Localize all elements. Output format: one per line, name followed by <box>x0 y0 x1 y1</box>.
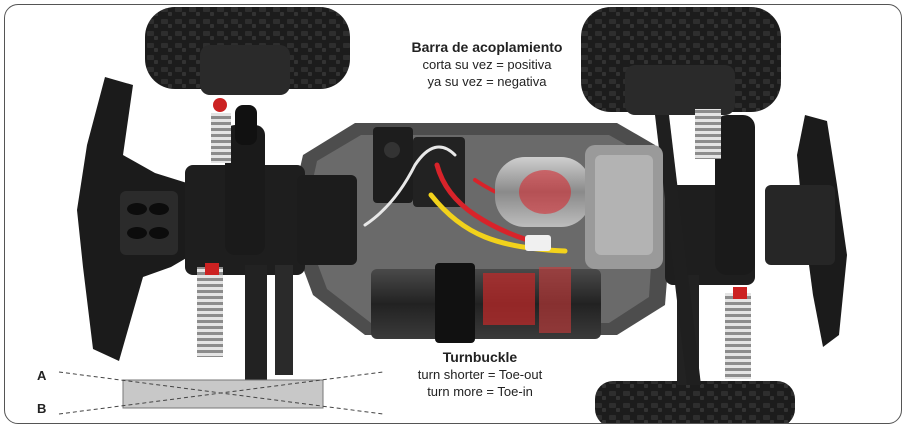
caption-heading: Turnbuckle <box>442 349 518 365</box>
rear-suspension <box>655 109 755 385</box>
right-bumper <box>765 115 847 347</box>
rear-right-tire <box>595 381 795 423</box>
front-right-tire <box>581 7 781 115</box>
battery <box>371 263 601 343</box>
turnbuckle-caption-en: Turnbuckle turn shorter = Toe-out turn m… <box>355 349 605 400</box>
front-suspension <box>185 98 305 385</box>
tie-rod-caption-es: Barra de acoplamiento corta su vez = pos… <box>347 39 627 90</box>
toe-diagram-graphic <box>58 371 384 415</box>
toe-line-b <box>58 371 384 415</box>
caption-line: corta su vez = positiva <box>422 57 552 72</box>
image-frame: Barra de acoplamiento corta su vez = pos… <box>4 4 902 424</box>
caption-heading: Barra de acoplamiento <box>411 39 563 55</box>
caption-line: turn more = Toe-in <box>427 384 533 399</box>
caption-line: turn shorter = Toe-out <box>417 367 543 382</box>
caption-line: ya su vez = negativa <box>427 74 547 89</box>
motor <box>495 145 663 269</box>
rc-truck-photo <box>77 7 847 423</box>
connector <box>525 235 551 251</box>
left-bumper <box>77 77 201 361</box>
toe-diagram: A B <box>33 362 403 422</box>
label-a: A <box>37 368 47 383</box>
label-b: B <box>37 401 47 416</box>
front-left-tire <box>145 7 350 95</box>
